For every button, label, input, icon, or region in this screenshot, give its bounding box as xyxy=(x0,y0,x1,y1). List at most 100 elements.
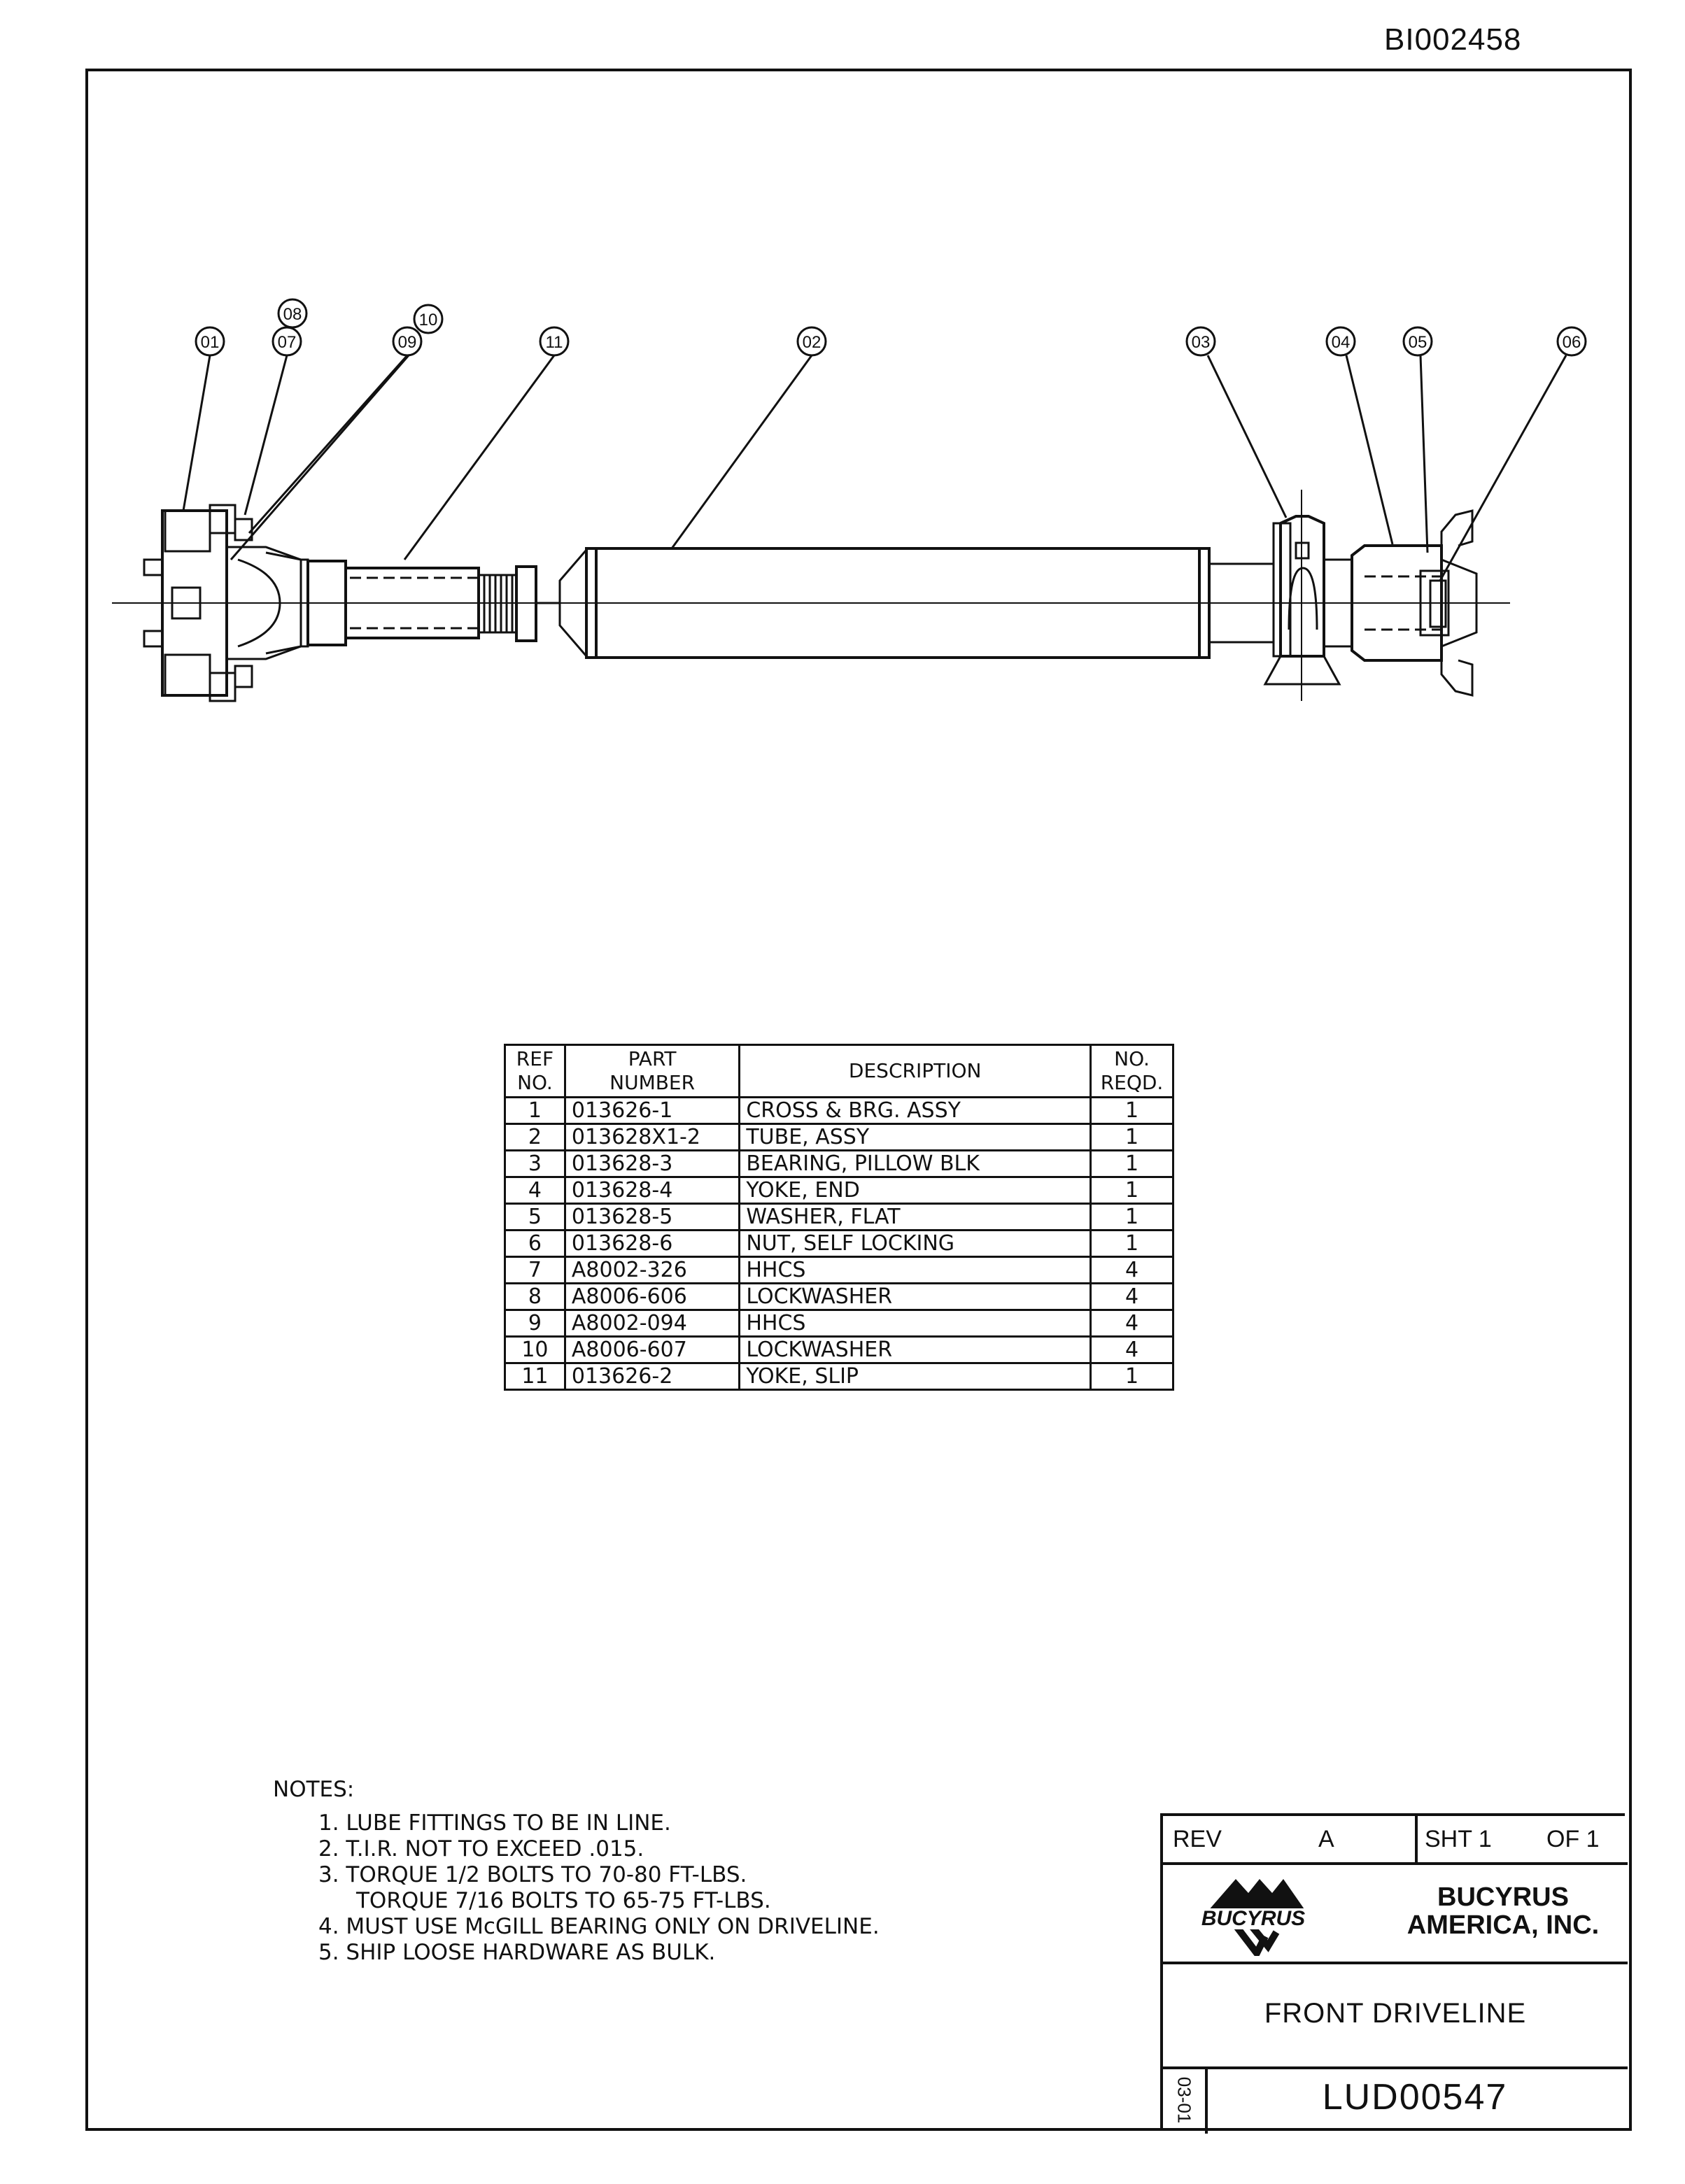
cell-qty: 1 xyxy=(1090,1362,1174,1391)
company-row: BUCYRUS BUCYRUS AMERICA, INC. xyxy=(1163,1862,1628,1964)
cell-qty: 4 xyxy=(1090,1256,1174,1284)
col-ref: REF NO. xyxy=(504,1044,566,1098)
col-part-number: PART NUMBER xyxy=(563,1044,741,1098)
cell-description: LOCKWASHER xyxy=(738,1282,1092,1311)
cell-qty: 4 xyxy=(1090,1335,1174,1364)
document-id: BI002458 xyxy=(1384,22,1522,57)
left-flange-yoke xyxy=(143,504,302,702)
balloon-05: 05 xyxy=(1402,326,1433,357)
logo-text: BUCYRUS xyxy=(1201,1907,1305,1930)
note-item: 5. SHIP LOOSE HARDWARE AS BULK. xyxy=(318,1940,716,1965)
note-item: 4. MUST USE McGILL BEARING ONLY ON DRIVE… xyxy=(318,1914,880,1939)
cell-description: TUBE, ASSY xyxy=(738,1123,1092,1151)
cell-description: YOKE, END xyxy=(738,1176,1092,1205)
sheet-label: SHT 1 xyxy=(1425,1826,1492,1852)
cell-description: HHCS xyxy=(738,1256,1092,1284)
cell-ref: 5 xyxy=(504,1203,566,1231)
balloon-10: 10 xyxy=(413,304,444,334)
svg-text:04: 04 xyxy=(1332,333,1351,352)
balloon-03: 03 xyxy=(1185,326,1216,357)
cell-qty: 1 xyxy=(1090,1149,1174,1178)
drawing-frame xyxy=(85,69,1632,2131)
balloon-04: 04 xyxy=(1325,326,1356,357)
rev-value: A xyxy=(1318,1826,1334,1852)
drawing-title: FRONT DRIVELINE xyxy=(1264,1998,1527,2029)
cell-part-number: 013628-4 xyxy=(563,1176,741,1205)
balloon-07: 07 xyxy=(272,326,302,357)
bucyrus-logo: BUCYRUS xyxy=(1187,1879,1320,1956)
svg-text:08: 08 xyxy=(283,305,302,324)
note-item: 1. LUBE FITTINGS TO BE IN LINE. xyxy=(318,1810,671,1836)
side-code: 03-01 xyxy=(1173,2076,1195,2124)
slip-yoke xyxy=(265,551,480,655)
cell-ref: 1 xyxy=(504,1096,566,1125)
cell-description: NUT, SELF LOCKING xyxy=(738,1229,1092,1258)
drawing-number: LUD00547 xyxy=(1322,2077,1508,2118)
sheet-of-label: OF 1 xyxy=(1546,1826,1600,1852)
col-qty: NO. REQD. xyxy=(1090,1044,1174,1098)
rev-label: REV xyxy=(1173,1826,1222,1852)
spline-section xyxy=(477,565,537,642)
cell-qty: 1 xyxy=(1090,1203,1174,1231)
cell-qty: 4 xyxy=(1090,1282,1174,1311)
svg-text:10: 10 xyxy=(419,311,438,329)
cell-ref: 11 xyxy=(504,1362,566,1391)
sheet-cell: SHT 1 OF 1 xyxy=(1415,1816,1628,1862)
cell-part-number: 013626-1 xyxy=(563,1096,741,1125)
cell-part-number: 013628-6 xyxy=(563,1229,741,1258)
svg-text:03: 03 xyxy=(1192,333,1211,352)
company-name: BUCYRUS AMERICA, INC. xyxy=(1406,1882,1600,1940)
notes-title: NOTES: xyxy=(273,1777,355,1802)
cell-part-number: A8006-606 xyxy=(563,1282,741,1311)
notes: NOTES: 1. LUBE FITTINGS TO BE IN LINE. 2… xyxy=(273,1777,880,1966)
cell-part-number: 013626-2 xyxy=(563,1362,741,1391)
svg-text:09: 09 xyxy=(398,333,417,352)
balloon-09: 09 xyxy=(392,326,423,357)
balloon-08: 08 xyxy=(277,298,308,329)
note-item: TORQUE 7/16 BOLTS TO 65-75 FT-LBS. xyxy=(356,1888,771,1913)
cell-part-number: 013628-5 xyxy=(563,1203,741,1231)
end-yoke xyxy=(1351,509,1478,697)
cell-description: HHCS xyxy=(738,1309,1092,1338)
svg-text:01: 01 xyxy=(201,333,220,352)
pillow-block-bearing xyxy=(1263,515,1353,686)
tube-assembly xyxy=(536,546,1275,660)
cell-description: YOKE, SLIP xyxy=(738,1362,1092,1391)
cell-ref: 10 xyxy=(504,1335,566,1364)
cell-description: WASHER, FLAT xyxy=(738,1203,1092,1231)
note-item: 2. T.I.R. NOT TO EXCEED .015. xyxy=(318,1836,644,1862)
drawing-number-row: 03-01 LUD00547 xyxy=(1163,2066,1628,2134)
cell-ref: 6 xyxy=(504,1229,566,1258)
svg-text:07: 07 xyxy=(278,333,297,352)
cell-ref: 7 xyxy=(504,1256,566,1284)
title-row: FRONT DRIVELINE xyxy=(1163,1962,1628,2069)
side-code-cell: 03-01 xyxy=(1163,2066,1208,2134)
title-block: REV A SHT 1 OF 1 BUCYRUS BUCYRUS AMERICA… xyxy=(1160,1813,1628,2134)
balloon-06: 06 xyxy=(1556,326,1587,357)
balloon-01: 01 xyxy=(195,326,225,357)
cell-qty: 4 xyxy=(1090,1309,1174,1338)
svg-text:11: 11 xyxy=(546,333,563,352)
cell-qty: 1 xyxy=(1090,1096,1174,1125)
leader-lines xyxy=(182,355,1567,581)
col-description: DESCRIPTION xyxy=(738,1044,1092,1098)
note-item: 3. TORQUE 1/2 BOLTS TO 70-80 FT-LBS. xyxy=(318,1862,747,1887)
cell-qty: 1 xyxy=(1090,1123,1174,1151)
parts-list-table: REF NO. PART NUMBER DESCRIPTION NO. REQD… xyxy=(504,1044,1174,1391)
cell-part-number: 013628X1-2 xyxy=(563,1123,741,1151)
cell-description: BEARING, PILLOW BLK xyxy=(738,1149,1092,1178)
cell-ref: 3 xyxy=(504,1149,566,1178)
